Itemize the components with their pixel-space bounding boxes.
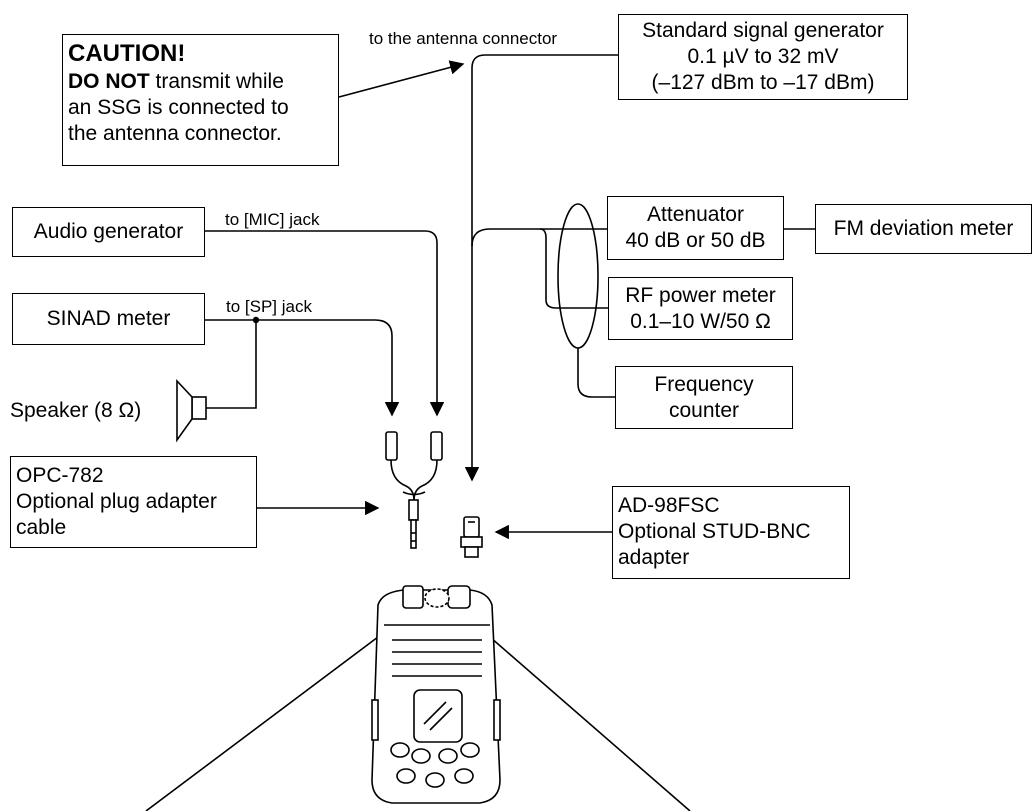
attenuator-box: Attenuator 40 dB or 50 dB (607, 196, 784, 260)
attenuator-line1: Attenuator (647, 203, 744, 226)
cable-bundle-oval (557, 203, 599, 349)
zoom-line-left (145, 603, 423, 811)
ad98fsc-box: AD-98FSC Optional STUD-BNC adapter (612, 486, 850, 579)
ssg-line3: (–127 dBm to –17 dBm) (651, 71, 875, 94)
sinad-meter-label: SINAD meter (46, 307, 171, 330)
caution-pointer-line (338, 60, 465, 98)
caution-box: CAUTION! DO NOT transmit while an SSG is… (62, 34, 339, 166)
speaker-label: Speaker (8 Ω) (10, 399, 142, 422)
frequency-counter-cable (577, 348, 615, 398)
ssg-line1: Standard signal generator (642, 19, 884, 42)
attenuator-cable (471, 228, 607, 247)
plug-adapter-cable-icon (385, 431, 443, 549)
rf-power-meter-line1: RF power meter (625, 283, 776, 307)
ssg-cable (464, 54, 618, 482)
caution-line1: DO NOT transmit while (68, 69, 338, 95)
caution-line2: an SSG is connected to (68, 96, 289, 119)
ad98fsc-line3: adapter (618, 546, 690, 569)
caution-emphasis: DO NOT (68, 70, 150, 93)
ssg-line2: 0.1 µV to 32 mV (687, 45, 839, 68)
rf-power-meter-line2: 0.1–10 W/50 Ω (630, 309, 771, 333)
speaker-icon (176, 378, 207, 443)
frequency-counter-box: Frequency counter (615, 366, 793, 429)
mic-jack-label: to [MIC] jack (225, 210, 320, 229)
radio-transceiver-icon (371, 585, 501, 804)
bnc-adapter-icon (460, 516, 483, 558)
audio-generator-box: Audio generator (12, 207, 205, 257)
sinad-meter-box: SINAD meter (12, 293, 205, 345)
opc782-box: OPC-782 Optional plug adapter cable (10, 456, 257, 548)
caution-line1-rest: transmit while (149, 70, 284, 93)
antenna-connector-label: to the antenna connector (369, 29, 558, 48)
speaker-cable (206, 320, 257, 409)
fm-deviation-meter-box: FM deviation meter (815, 204, 1032, 254)
mic-cable (205, 230, 445, 417)
ad98fsc-line1: AD-98FSC (618, 494, 720, 517)
fm-deviation-meter-label: FM deviation meter (833, 217, 1014, 240)
sp-jack-label: to [SP] jack (226, 297, 312, 316)
opc782-line2: Optional plug adapter (16, 490, 217, 513)
rf-power-meter-box: RF power meter 0.1–10 W/50 Ω (608, 277, 793, 340)
speaker-junction-dot (252, 316, 260, 324)
opc782-line3: cable (16, 516, 67, 539)
ad98fsc-line2: Optional STUD-BNC (618, 520, 811, 543)
opc782-line1: OPC-782 (16, 464, 104, 487)
caution-line3: the antenna connector. (68, 122, 282, 145)
standard-signal-generator-box: Standard signal generator 0.1 µV to 32 m… (618, 14, 908, 100)
frequency-counter-line2: counter (668, 398, 740, 422)
rf-power-cable (539, 228, 608, 309)
audio-generator-label: Audio generator (33, 220, 184, 243)
sp-cable (205, 319, 400, 417)
attenuator-line2: 40 dB or 50 dB (625, 229, 766, 252)
frequency-counter-line1: Frequency (654, 372, 754, 396)
caution-title: CAUTION! (68, 40, 186, 67)
